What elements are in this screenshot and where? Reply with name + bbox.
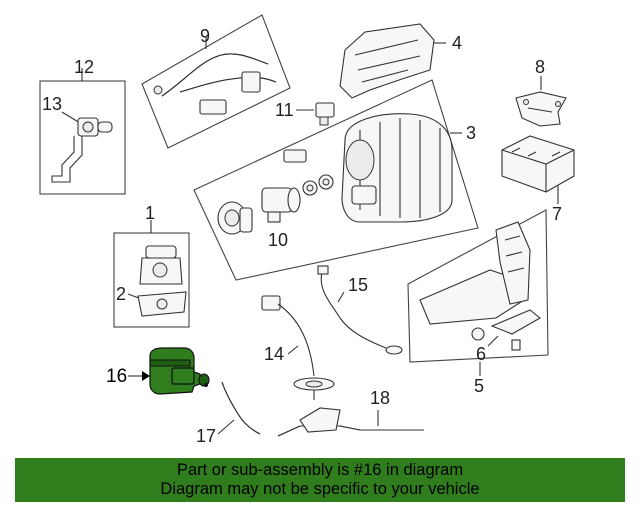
part-4-cover[interactable]: 4 — [339, 23, 462, 99]
callout-10[interactable]: 10 — [268, 230, 288, 250]
callout-16-arrow — [142, 371, 150, 381]
callout-2[interactable]: 2 — [116, 284, 126, 304]
part-14-sensor[interactable]: 14 — [261, 295, 335, 400]
part-11-sensor[interactable]: 11 — [275, 100, 335, 126]
callout-5[interactable]: 5 — [474, 376, 484, 396]
callout-17[interactable]: 17 — [196, 426, 216, 446]
group-9-frame — [141, 14, 291, 149]
callout-6[interactable]: 6 — [476, 344, 486, 364]
callout-7[interactable]: 7 — [552, 204, 562, 224]
parts-diagram: 12 13 9 4 11 — [39, 14, 575, 446]
callout-16[interactable]: 16 — [106, 366, 127, 387]
part-group-5[interactable]: 6 5 — [407, 209, 549, 396]
callout-15[interactable]: 15 — [348, 275, 368, 295]
part-group-1[interactable]: 1 2 — [113, 203, 190, 328]
banner-line-1: Part or sub-assembly is #16 in diagram — [176, 461, 464, 479]
part-15-harness[interactable]: 15 — [317, 265, 403, 355]
part-16-highlighted[interactable]: 16 — [106, 347, 210, 395]
part-group-3[interactable]: 3 10 — [193, 79, 479, 281]
callout-18[interactable]: 18 — [370, 388, 390, 408]
part-group-12[interactable]: 12 13 — [39, 57, 126, 195]
callout-12[interactable]: 12 — [74, 57, 94, 77]
part-17-hose[interactable]: 17 — [196, 381, 261, 446]
callout-4[interactable]: 4 — [452, 33, 462, 53]
callout-11[interactable]: 11 — [275, 100, 294, 120]
callout-13[interactable]: 13 — [42, 94, 62, 114]
callout-14[interactable]: 14 — [264, 344, 284, 364]
part-group-9[interactable]: 9 — [141, 14, 291, 149]
callout-1[interactable]: 1 — [145, 203, 155, 223]
callout-3[interactable]: 3 — [466, 123, 476, 143]
part-7-module[interactable]: 7 — [501, 135, 575, 224]
part-18-pipe[interactable]: 18 — [277, 388, 424, 437]
banner-line-2: Diagram may not be specific to your vehi… — [160, 480, 480, 498]
callout-8[interactable]: 8 — [535, 57, 545, 77]
part-13-solenoid[interactable] — [51, 117, 113, 183]
info-banner: Part or sub-assembly is #16 in diagram D… — [15, 458, 625, 502]
part-8-bracket[interactable]: 8 — [515, 57, 567, 127]
callout-9[interactable]: 9 — [200, 26, 210, 46]
